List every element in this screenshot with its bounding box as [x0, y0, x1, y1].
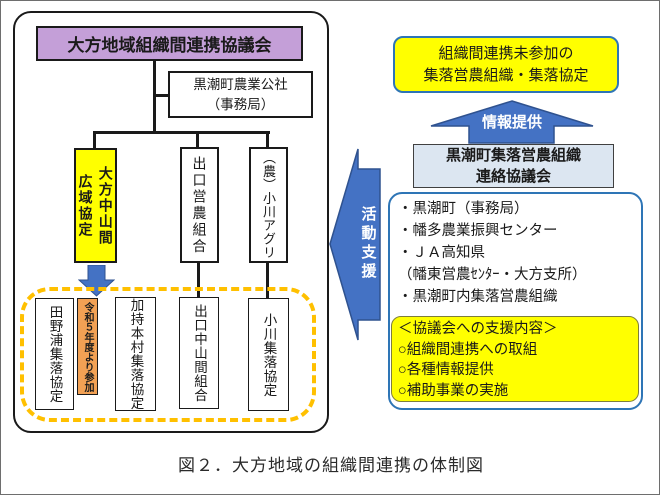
kaji-honmura-box: 加持本村集落協定 — [115, 297, 156, 411]
connector-drop-left — [93, 131, 96, 149]
council-title-box: 大方地域組織間連携協議会 — [36, 26, 303, 61]
deguchi-chusankan-label: 出口中山間組合 — [192, 304, 207, 402]
member-item: ・黒潮町内集落営農組織 — [398, 289, 558, 305]
member-item: ・幡多農業振興センター — [398, 223, 558, 239]
ogata-chusankan-label: 大方中山間 広域協定 — [77, 165, 114, 246]
activity-arrow-label: 活動支援 — [359, 206, 377, 282]
info-arrow-label: 情報提供 — [481, 113, 542, 131]
dashed-group-outline — [20, 287, 316, 422]
ogawa-shuraku-box: 小川集落協定 — [248, 298, 289, 411]
support-contents-box: ＜協議会への支援内容＞ ○組織間連携への取組 ○各種情報提供 ○補助事業の実施 — [391, 316, 639, 402]
new-member-note: 令和５年度より参加 — [77, 298, 98, 395]
secretariat-box: 黒潮町農業公社 （事務局） — [168, 71, 313, 118]
deguchi-einou-label: 出口営農組合 — [191, 155, 208, 255]
ogawa-aguri-label: （農）小川アグリ — [261, 151, 276, 259]
ogata-chusankan-box: 大方中山間 広域協定 — [74, 148, 117, 263]
left-arrow-icon — [329, 148, 381, 341]
connector-to-secretariat — [153, 94, 170, 97]
up-arrow-icon — [430, 100, 594, 144]
deguchi-chusankan-box: 出口中山間組合 — [179, 297, 219, 409]
member-item: ・ＪＡ高知県 — [398, 245, 485, 261]
ogawa-shuraku-label: 小川集落協定 — [261, 312, 277, 397]
ogawa-aguri-box: （農）小川アグリ — [249, 147, 288, 263]
council-title-label: 大方地域組織間連携協議会 — [67, 36, 272, 55]
support-title: ＜協議会への支援内容＞ — [398, 321, 558, 337]
connector-drop-right — [266, 131, 269, 147]
secretariat-label: 黒潮町農業公社 （事務局） — [193, 76, 288, 112]
liaison-council-header: 黒潮町集落営農組織 連絡協議会 — [413, 144, 614, 188]
support-item: ○補助事業の実施 — [398, 382, 509, 399]
liaison-council-title: 黒潮町集落営農組織 連絡協議会 — [445, 147, 581, 185]
tanoura-box: 田野浦集落協定 — [35, 298, 74, 410]
non-participants-box: 組織間連携未参加の 集落営農組織・集落協定 — [393, 36, 619, 93]
connector-branch-horizontal — [93, 131, 270, 134]
council-member-list: ・黒潮町（事務局） ・幡多農業振興センター ・ＪＡ高知県 （幡東営農ｾﾝﾀｰ・大… — [398, 198, 638, 308]
connector-deguchi-down — [197, 262, 200, 298]
figure-caption: 図２．大方地域の組織間連携の体制図 — [178, 456, 484, 475]
connector-drop-middle — [196, 131, 199, 147]
deguchi-einou-box: 出口営農組合 — [180, 147, 219, 263]
connector-ogawa-down — [266, 262, 269, 299]
new-member-note-label: 令和５年度より参加 — [82, 301, 93, 392]
kaji-honmura-label: 加持本村集落協定 — [128, 298, 144, 410]
member-item: （幡東営農ｾﾝﾀｰ・大方支所） — [398, 267, 587, 283]
connector-title-to-branch — [153, 60, 156, 134]
tanoura-label: 田野浦集落協定 — [47, 305, 63, 403]
support-item: ○各種情報提供 — [398, 362, 494, 378]
support-item: ○組織間連携への取組 — [398, 341, 538, 358]
member-item: ・黒潮町（事務局） — [398, 201, 529, 217]
non-participants-label: 組織間連携未参加の 集落営農組織・集落協定 — [423, 44, 589, 84]
